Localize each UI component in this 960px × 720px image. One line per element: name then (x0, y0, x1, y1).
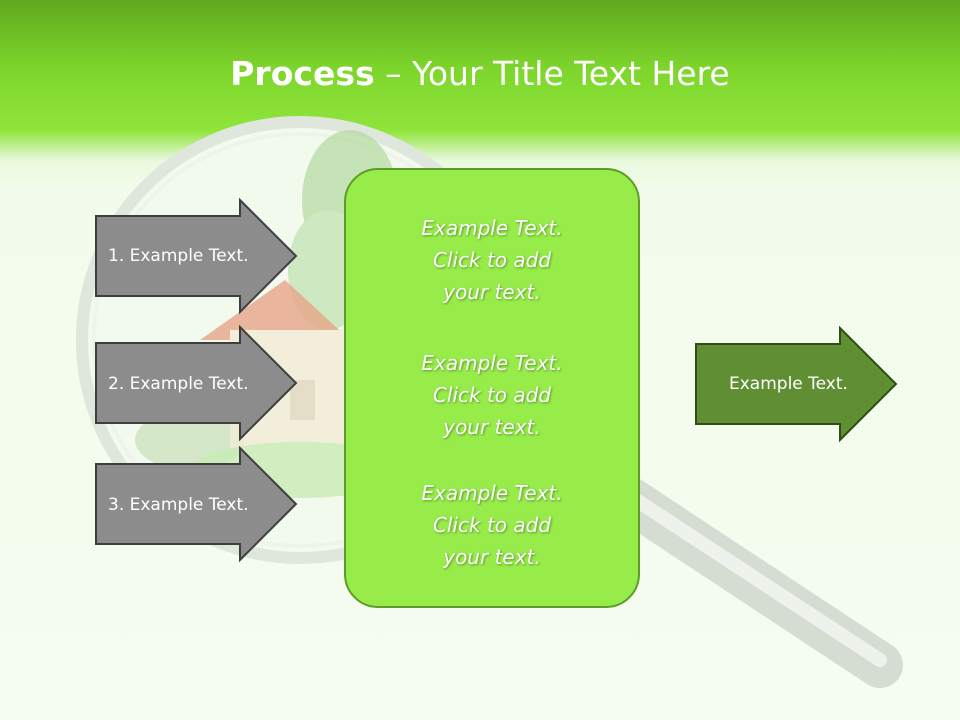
center-block-2[interactable]: Example Text. Click to add your text. (344, 347, 640, 443)
center-block-1[interactable]: Example Text. Click to add your text. (344, 212, 640, 308)
left-arrow-1-label: 1. Example Text. (108, 246, 249, 266)
left-arrow-3-label: 3. Example Text. (108, 495, 249, 515)
center-block-2-line2: Click to add (432, 383, 552, 407)
center-text-box[interactable] (344, 168, 640, 608)
left-arrow-1[interactable] (94, 198, 300, 318)
center-block-2-line3: your text. (443, 415, 541, 439)
center-block-3[interactable]: Example Text. Click to add your text. (344, 477, 640, 573)
center-block-1-line3: your text. (443, 280, 541, 304)
title-bold: Process (230, 54, 375, 93)
center-block-1-line2: Click to add (432, 248, 552, 272)
left-arrow-3[interactable] (94, 446, 300, 566)
right-arrow-label: Example Text. (729, 374, 848, 394)
center-block-3-line3: your text. (443, 545, 541, 569)
page-title: Process – Your Title Text Here (0, 52, 960, 96)
left-arrow-2[interactable] (94, 325, 300, 445)
title-rest: – Your Title Text Here (374, 54, 730, 93)
center-block-3-line1: Example Text. (421, 481, 563, 505)
center-block-2-line1: Example Text. (421, 351, 563, 375)
left-arrow-2-label: 2. Example Text. (108, 374, 249, 394)
center-block-1-line1: Example Text. (421, 216, 563, 240)
center-block-3-line2: Click to add (432, 513, 552, 537)
right-arrow[interactable] (694, 326, 900, 446)
